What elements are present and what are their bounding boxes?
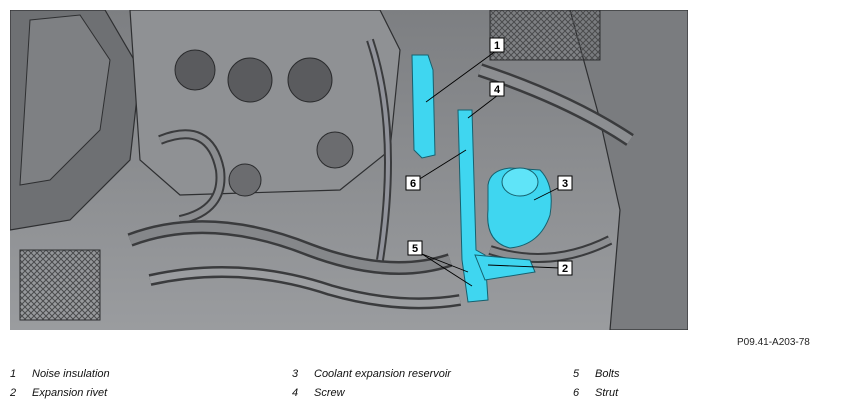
legend-num: 4: [292, 387, 299, 399]
top-right-mesh: [489, 10, 601, 61]
callout-6: 6: [405, 175, 421, 191]
callout-1: 1: [489, 37, 505, 53]
legend-num: 5: [573, 368, 580, 380]
callout-2-label: 2: [562, 263, 568, 275]
callout-3-label: 3: [562, 178, 568, 190]
engine-bay-drawing: 1 4 6 3 5 2: [10, 10, 688, 330]
callout-4-label: 4: [494, 84, 501, 96]
legend-num: 3: [292, 368, 299, 380]
legend-text: Noise insulation: [32, 368, 110, 380]
legend-text: Coolant expansion reservoir: [314, 368, 451, 380]
legend-num: 2: [10, 387, 17, 399]
legend-text: Bolts: [595, 368, 620, 380]
legend-text: Screw: [314, 387, 345, 399]
callout-4: 4: [489, 81, 505, 97]
callout-1-label: 1: [494, 40, 500, 52]
lower-left-mesh: [19, 249, 101, 321]
callout-6-label: 6: [410, 178, 416, 190]
callout-3: 3: [557, 175, 573, 191]
legend-num: 1: [10, 368, 17, 380]
legend: 1 Noise insulation 2 Expansion rivet 3 C…: [0, 365, 850, 405]
reservoir-cap: [501, 167, 539, 197]
callout-5-label: 5: [412, 243, 418, 255]
legend-text: Strut: [595, 387, 619, 399]
noise-insulation-part: [411, 54, 436, 159]
expansion-rivet-part: [474, 254, 536, 281]
callout-2: 2: [557, 260, 573, 276]
figure-code: P09.41-A203-78: [737, 337, 810, 348]
callout-5: 5: [407, 240, 423, 256]
legend-text: Expansion rivet: [32, 387, 108, 399]
engine-cover: [129, 10, 401, 196]
legend-num: 6: [573, 387, 580, 399]
engine-bay-illustration: 1 4 6 3 5 2: [10, 10, 688, 330]
